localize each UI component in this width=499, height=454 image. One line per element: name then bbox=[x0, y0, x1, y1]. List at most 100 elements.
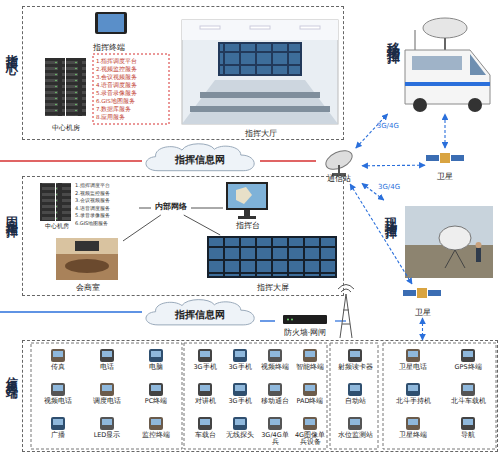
node-label: 指挥终端 bbox=[81, 44, 137, 53]
device-icon bbox=[348, 417, 362, 430]
connector bbox=[139, 208, 151, 209]
terminal-device: 4G图像单兵设备 bbox=[293, 415, 327, 448]
service-item: 3.会议视频服务 bbox=[96, 74, 170, 80]
terminal-device: 3G/4G单兵 bbox=[258, 415, 292, 448]
connector bbox=[260, 320, 275, 321]
group-frame bbox=[31, 343, 496, 449]
device-icon bbox=[268, 417, 282, 430]
terminal-device: 水位监测站 bbox=[334, 415, 376, 448]
connector bbox=[356, 114, 388, 148]
terminal-device: 智能终端 bbox=[293, 347, 327, 380]
section-box: 指挥中心指挥终端中心机房1.指挥调度平台2.视频监控服务3.会议视频服务4.语音… bbox=[22, 6, 344, 140]
meeting-room bbox=[56, 238, 118, 280]
section-box: 信息终端传真电话电脑视频电话调度电话PC终端广播LED显示监控终端3G手机3G手… bbox=[22, 340, 498, 452]
device-screen bbox=[235, 419, 245, 425]
node-label: 北斗手持机 bbox=[387, 398, 439, 405]
component-box: 中心机房1.指挥调度平台2.视频监控服务3.会议视频服务4.语音调度服务5.录音… bbox=[41, 53, 171, 139]
device-icon bbox=[198, 349, 212, 362]
device-screen bbox=[235, 385, 245, 391]
node-label: 北斗车载机 bbox=[442, 398, 494, 405]
terminal-device: 3G手机 bbox=[188, 347, 222, 380]
device-screen bbox=[151, 385, 161, 391]
device-icon bbox=[348, 349, 362, 362]
device-screen bbox=[408, 419, 418, 425]
node-label: 无线探头 bbox=[223, 432, 257, 439]
component-box: 卫星 bbox=[425, 148, 465, 182]
node-label: 监控终端 bbox=[133, 432, 179, 439]
device-screen bbox=[102, 385, 112, 391]
terminal-device: 电脑 bbox=[133, 347, 179, 380]
device-screen bbox=[463, 351, 473, 357]
section-heading: 信息终端 bbox=[4, 367, 18, 379]
device-icon bbox=[233, 383, 247, 396]
section-heading: 现场指挥 bbox=[383, 208, 397, 220]
edge-label: 3G/4G bbox=[378, 183, 400, 191]
terminal-device: 北斗车载机 bbox=[442, 381, 494, 414]
service-item: 8.应用服务 bbox=[96, 114, 170, 120]
service-item: 5.录音录像服务 bbox=[75, 213, 137, 219]
device-icon bbox=[348, 383, 362, 396]
terminal-device: 监控终端 bbox=[133, 415, 179, 448]
device-icon bbox=[233, 417, 247, 430]
device-icon bbox=[51, 383, 65, 396]
connector bbox=[191, 208, 223, 209]
node-label: 防火墙·网闸 bbox=[275, 329, 335, 338]
device-icon bbox=[303, 417, 317, 430]
network-line bbox=[0, 311, 142, 312]
device-screen bbox=[305, 419, 315, 425]
node-label: 指挥信息网 bbox=[140, 309, 260, 321]
edge-label: 3G/4G bbox=[377, 122, 399, 130]
device-icon bbox=[100, 383, 114, 396]
node-label: 射频读卡器 bbox=[334, 364, 376, 371]
section-heading: 指挥中心 bbox=[4, 44, 18, 56]
component-box: 现场指挥 bbox=[378, 200, 498, 282]
node-label: 3G手机 bbox=[188, 364, 222, 371]
satellite-icon bbox=[426, 153, 464, 163]
connector bbox=[362, 165, 425, 167]
node-label: LED显示 bbox=[84, 432, 130, 439]
component-box: 指挥大厅 bbox=[181, 19, 341, 139]
terminal-device: 移动通台 bbox=[258, 381, 292, 414]
terminal-device: GPS终端 bbox=[442, 347, 494, 380]
device-icon bbox=[233, 349, 247, 362]
device-screen bbox=[270, 351, 280, 357]
device-screen bbox=[53, 351, 63, 357]
connector bbox=[422, 318, 423, 340]
device-icon bbox=[100, 349, 114, 362]
device-screen bbox=[350, 351, 360, 357]
device-icon bbox=[149, 349, 163, 362]
monitor-icon bbox=[226, 182, 268, 219]
device-icon bbox=[303, 383, 317, 396]
terminal-device: 导航 bbox=[442, 415, 494, 448]
node-label: 指挥大厅 bbox=[181, 130, 341, 139]
terminal-device: 电话 bbox=[84, 347, 130, 380]
section-heading: 固定指挥 bbox=[4, 207, 18, 219]
connector bbox=[260, 160, 316, 162]
component-box: 卫星 bbox=[400, 284, 445, 318]
field-scene bbox=[405, 206, 493, 278]
node-label: 3G手机 bbox=[223, 398, 257, 405]
node-label: 中心机房 bbox=[39, 223, 75, 230]
device-icon bbox=[51, 349, 65, 362]
device-screen bbox=[102, 351, 112, 357]
device-icon bbox=[406, 349, 420, 362]
node-label: 电话 bbox=[84, 364, 130, 371]
service-item: 2.视频监控服务 bbox=[75, 191, 137, 197]
device-icon bbox=[461, 383, 475, 396]
terminal-device: 广播 bbox=[35, 415, 81, 448]
device-screen bbox=[408, 385, 418, 391]
video-wall bbox=[207, 236, 337, 278]
node-label: 4G图像单兵设备 bbox=[293, 432, 327, 447]
network-line bbox=[0, 160, 142, 162]
terminal-device: PC终端 bbox=[133, 381, 179, 414]
device-icon bbox=[100, 417, 114, 430]
device-screen bbox=[408, 351, 418, 357]
device-icon bbox=[303, 349, 317, 362]
device-icon bbox=[268, 383, 282, 396]
node-label: 电脑 bbox=[133, 364, 179, 371]
terminal-device: 传真 bbox=[35, 347, 81, 380]
node-label: 导航 bbox=[442, 432, 494, 439]
terminal-device: PAD终端 bbox=[293, 381, 327, 414]
device-screen bbox=[102, 419, 112, 425]
